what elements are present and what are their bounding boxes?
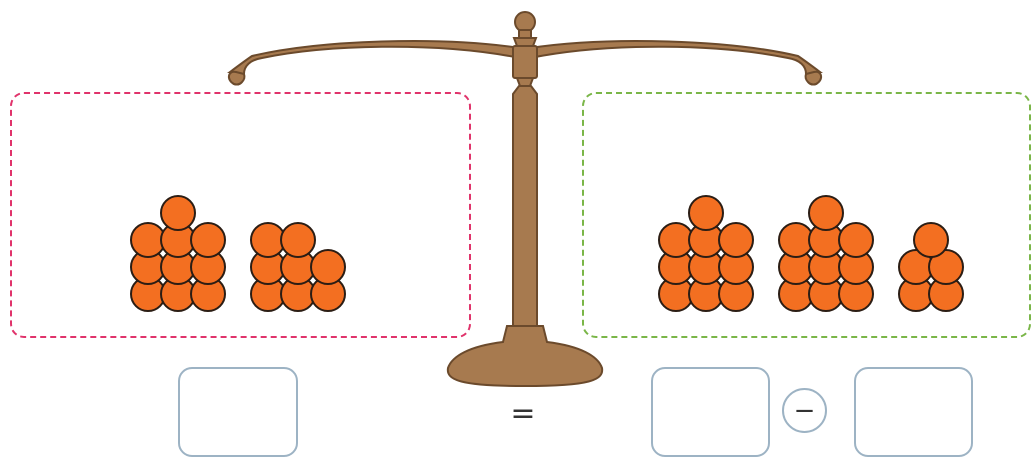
balance-pillar — [446, 11, 604, 388]
ball — [808, 195, 844, 231]
right-answer-box-1[interactable] — [651, 367, 770, 457]
left-pan-balls — [130, 195, 346, 312]
ball — [280, 222, 316, 258]
equals-sign: = — [510, 396, 536, 431]
ball-group-4 — [778, 195, 874, 312]
ball — [928, 249, 964, 285]
right-pan-balls — [658, 195, 964, 312]
ball — [718, 222, 754, 258]
ball — [190, 222, 226, 258]
ball — [838, 222, 874, 258]
balance-beam — [227, 40, 823, 86]
minus-operator: − — [782, 388, 827, 433]
ball — [310, 249, 346, 285]
ball — [688, 195, 724, 231]
ball-group-2 — [250, 222, 346, 312]
ball-group-3 — [658, 195, 754, 312]
ball — [160, 195, 196, 231]
balance-scale-worksheet: = − — [10, 11, 1031, 457]
right-pan-area — [582, 92, 1031, 338]
ball-group-5 — [898, 222, 964, 312]
balance-scale-icon — [130, 11, 964, 388]
ball-group-1 — [130, 195, 226, 312]
ball — [913, 222, 949, 258]
left-pan-area — [10, 92, 471, 338]
